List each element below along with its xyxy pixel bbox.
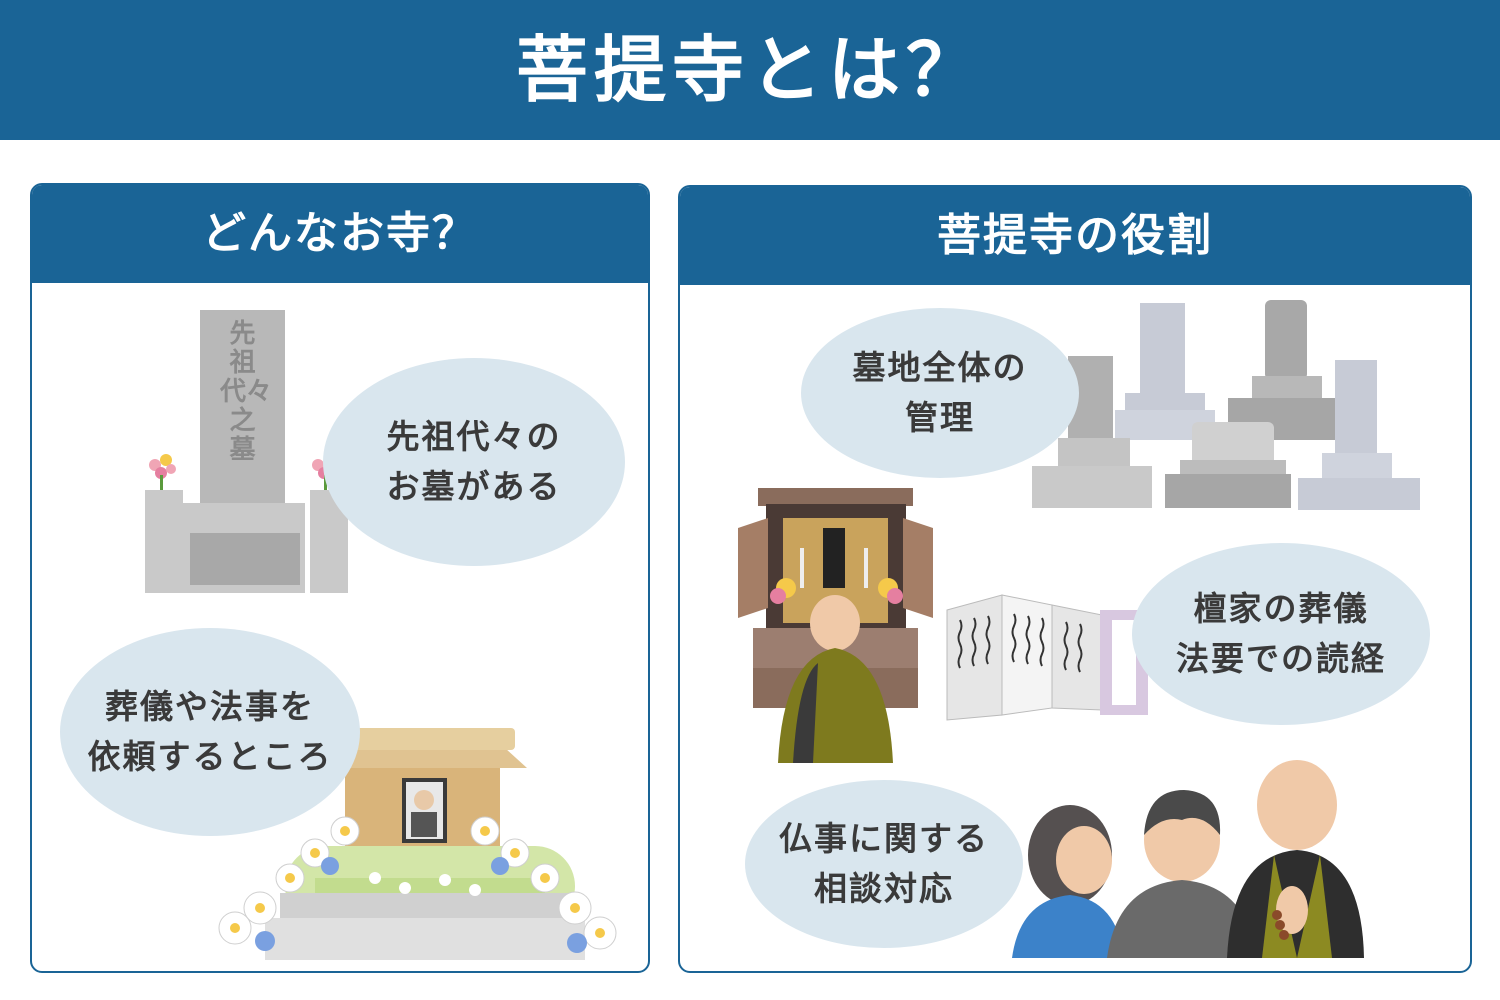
- woman-figure: [1012, 805, 1124, 958]
- bubble-sutra-reading: 檀家の葬儀 法要での読経: [1132, 543, 1430, 725]
- cemetery-illustration: [1032, 300, 1420, 510]
- funeral-altar-illustration: [218, 728, 617, 960]
- bubble-consultation: 仏事に関する 相談対応: [745, 780, 1023, 948]
- bubble-line: 葬儀や法事を: [105, 687, 315, 726]
- grave-illustration: [145, 310, 348, 593]
- right-panel-heading: 菩提寺の役割: [680, 187, 1470, 285]
- consultation-people-illustration: [1012, 760, 1364, 958]
- butsudan-monk-illustration: [738, 488, 933, 763]
- bubble-line: 墓地全体の: [852, 348, 1028, 387]
- left-panel-heading: どんなお寺？: [32, 185, 648, 283]
- bubble-line: 法要での読経: [1176, 639, 1386, 678]
- bubble-line: 先祖代々の: [386, 417, 562, 456]
- page-title: 菩提寺とは？: [515, 28, 984, 112]
- flower-arrangement-icon: [218, 816, 617, 953]
- grave-inscription: 先祖代々之墓: [220, 319, 273, 465]
- bubble-line: 依頼するところ: [87, 737, 333, 776]
- bubble-ancestral-grave: 先祖代々の お墓がある: [323, 358, 625, 566]
- sutra-book-illustration: [946, 594, 1148, 721]
- bubble-line: 管理: [905, 398, 975, 437]
- bubble-line: 檀家の葬儀: [1193, 589, 1369, 628]
- bubble-line: お墓がある: [386, 467, 562, 506]
- bubble-funeral-request: 葬儀や法事を 依頼するところ: [60, 628, 360, 836]
- bubble-cemetery-management: 墓地全体の 管理: [801, 308, 1079, 478]
- flower-icon: [149, 454, 176, 490]
- man-figure: [1107, 790, 1257, 958]
- monk-figure: [1227, 760, 1364, 958]
- bubble-line: 相談対応: [814, 869, 954, 908]
- title-banner: [0, 0, 1500, 140]
- bubble-line: 仏事に関する: [779, 819, 989, 858]
